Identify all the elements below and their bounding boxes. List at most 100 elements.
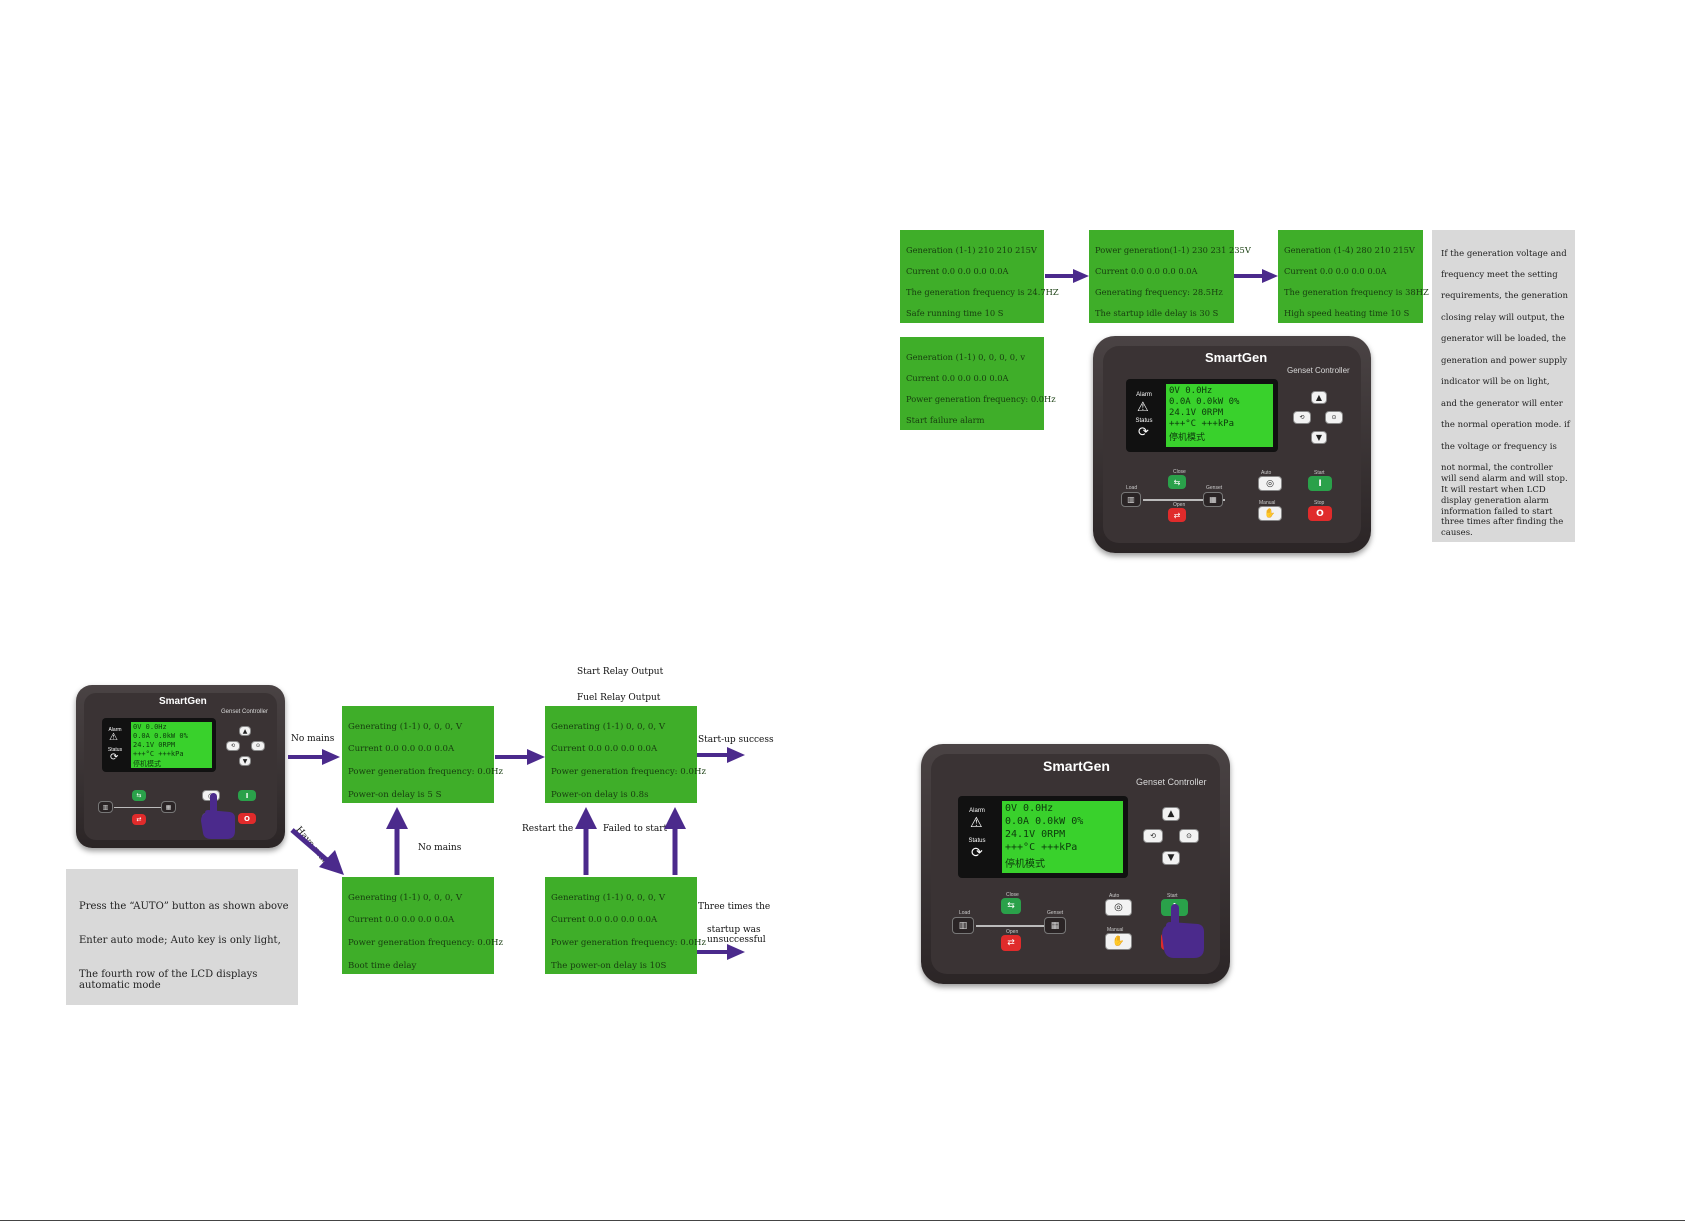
note-line: automatic mode (79, 980, 161, 991)
note-line: It will restart when LCD (1441, 485, 1546, 495)
note-line: frequency meet the setting (1441, 270, 1558, 280)
note-line: Enter auto mode; Auto key is only light, (79, 935, 281, 946)
start-button[interactable]: I (1308, 476, 1332, 491)
ok-button[interactable]: ⊙ (1325, 411, 1343, 424)
brand-logo: SmartGen (1043, 758, 1110, 774)
box-line: The power-on delay is 10S (551, 961, 667, 971)
box-line: Generating (1-1) 0, 0, 0, V (348, 722, 463, 732)
ok-button[interactable]: ⊙ (251, 741, 265, 751)
stop-button[interactable]: O (1308, 506, 1332, 521)
stop-button[interactable]: O (238, 813, 256, 824)
alarm-label: Alarm (969, 808, 985, 814)
flow-box-power-on-delay-2: Generating (1-1) 0, 0, 0, V Current 0.0 … (545, 706, 706, 803)
down-button[interactable]: ▼ (239, 756, 251, 766)
lcd-line: 0V 0.0Hz (1005, 803, 1054, 814)
flow-box-power-generation: Power generation(1-1) 230 231 235V Curre… (1089, 230, 1251, 323)
label-start-relay: Start Relay Output (577, 667, 664, 677)
lcd-line: +++°C +++kPa (133, 750, 184, 758)
box-line: Current 0.0 0.0 0.0 0.0A (1095, 266, 1198, 276)
arrow-diagonal-icon (290, 828, 344, 875)
note-line: the voltage or frequency is (1441, 442, 1557, 452)
up-button[interactable]: ▲ (1311, 391, 1327, 404)
warning-icon: ⚠ (1137, 400, 1149, 415)
auto-label: Auto (1109, 893, 1120, 899)
box-line: Power generation frequency: 0.0Hz (906, 394, 1056, 404)
close-button[interactable]: ⇆ (1001, 898, 1021, 914)
note-line: will send alarm and will stop. (1441, 474, 1568, 484)
load-icon: ▥ (1121, 492, 1141, 507)
box-line: Generation (1-1) 0, 0, 0, 0, v (906, 352, 1026, 362)
load-icon: ▥ (952, 917, 974, 934)
note-line: generation and power supply (1441, 356, 1568, 366)
start-label: Start (1167, 893, 1178, 899)
auto-button[interactable]: ◎ (1105, 899, 1132, 916)
auto-button[interactable]: ◎ (1258, 476, 1282, 491)
close-button[interactable]: ⇆ (132, 790, 146, 801)
start-label: Start (1314, 470, 1325, 476)
lcd-line: 0.0A 0.0kW 0% (1005, 816, 1084, 827)
lcd-line: +++°C +++kPa (1169, 419, 1235, 429)
arrow-up-icon (386, 807, 408, 875)
note-line: closing relay will output, the (1441, 313, 1565, 323)
instruction-note: Press the “AUTO” button as shown above E… (66, 869, 298, 1005)
open-button[interactable]: ⇄ (1001, 935, 1021, 951)
down-button[interactable]: ▼ (1311, 431, 1327, 444)
note-line: not normal, the controller (1441, 463, 1553, 473)
note-line: If the generation voltage and (1441, 249, 1567, 259)
lcd-line: 0V 0.0Hz (133, 723, 167, 731)
box-line: The generation frequency is 38HZ (1284, 287, 1429, 297)
lcd-line: 停机模式 (1005, 859, 1045, 870)
manual-button[interactable]: ✋ (1105, 933, 1132, 950)
arrow-up-icon (664, 807, 686, 875)
close-label: Close (1173, 469, 1186, 475)
open-button[interactable]: ⇄ (1168, 508, 1186, 522)
box-line: Current 0.0 0.0 0.0 0.0A (551, 744, 658, 754)
status-label: Status (968, 838, 986, 844)
flow-box-generation-3: Generation (1-4) 280 210 215V Current 0.… (1278, 230, 1429, 323)
note-line: the normal operation mode. if (1441, 420, 1570, 430)
down-button[interactable]: ▼ (1162, 851, 1180, 865)
box-line: Generation (1-1) 210 210 215V (906, 245, 1037, 255)
label-no-mains-2: No mains (418, 843, 462, 853)
lcd-line: +++°C +++kPa (1005, 842, 1078, 853)
refresh-icon: ⟳ (110, 752, 119, 763)
label-no-mains: No mains (291, 734, 335, 744)
box-line: Current 0.0 0.0 0.0 0.0A (906, 373, 1009, 383)
lcd-line: 停机模式 (1169, 433, 1206, 443)
refresh-icon: ⟳ (1138, 425, 1149, 440)
lcd-line: 24.1V 0RPM (133, 741, 176, 749)
note-line: Press the “AUTO” button as shown above (79, 901, 289, 912)
close-button[interactable]: ⇆ (1168, 475, 1186, 489)
load-label: Load (959, 910, 971, 916)
box-line: The startup idle delay is 30 S (1095, 308, 1219, 318)
close-label: Close (1006, 892, 1019, 898)
warning-icon: ⚠ (109, 732, 118, 743)
open-button[interactable]: ⇄ (132, 814, 146, 825)
manual-label: Manual (1259, 500, 1276, 506)
up-button[interactable]: ▲ (1162, 807, 1180, 821)
box-line: Generation (1-4) 280 210 215V (1284, 245, 1415, 255)
manual-button[interactable]: ✋ (1258, 506, 1282, 521)
genset-controller: SmartGen Genset Controller Alarm ⚠ Statu… (921, 744, 1230, 984)
pointing-hand-icon (1162, 904, 1204, 958)
up-button[interactable]: ▲ (239, 726, 251, 736)
note-line: indicator will be on light, (1441, 377, 1550, 387)
start-button[interactable]: I (238, 790, 256, 801)
mute-button[interactable]: ⟲ (1143, 829, 1163, 843)
box-line: Current 0.0 0.0 0.0 0.0A (1284, 266, 1387, 276)
auto-label: Auto (1261, 470, 1272, 476)
ok-button[interactable]: ⊙ (1179, 829, 1199, 843)
genset-controller: SmartGen Genset Controller Alarm ⚠ Statu… (1093, 336, 1371, 553)
mute-button[interactable]: ⟲ (1293, 411, 1311, 424)
arrow-right-icon (288, 749, 340, 765)
mute-button[interactable]: ⟲ (226, 741, 240, 751)
load-label: Load (1126, 485, 1138, 491)
box-line: Power generation frequency: 0.0Hz (348, 938, 503, 948)
model-label: Genset Controller (221, 709, 269, 715)
box-line: Power-on delay is 5 S (348, 790, 442, 800)
arrow-right-icon (1045, 269, 1089, 283)
label-unsuccessful: unsuccessful (707, 935, 766, 945)
arrow-up-icon (575, 807, 597, 875)
load-icon: ▥ (98, 801, 113, 813)
genset-icon: ▦ (1203, 492, 1223, 507)
